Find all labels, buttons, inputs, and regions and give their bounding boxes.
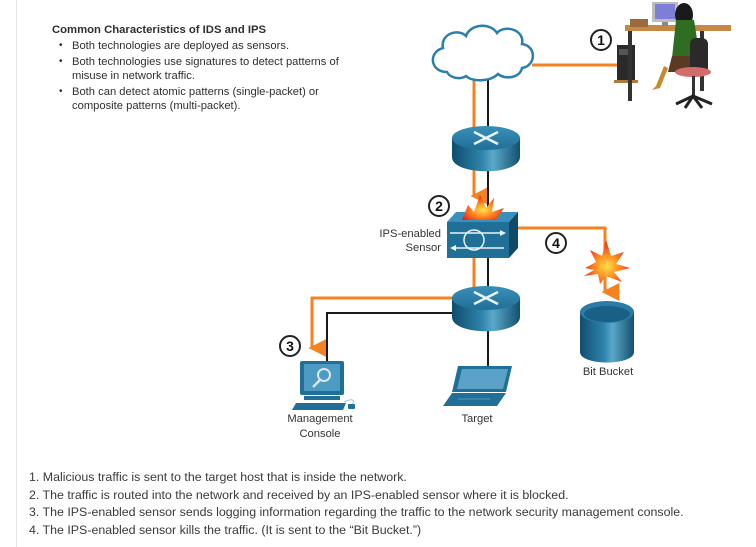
console-label: Management [287,413,353,425]
router-icon [452,286,520,332]
badge-number: 3 [286,338,294,354]
target-label: Target [461,413,493,425]
bucket-label: Bit Bucket [583,366,634,378]
step-badge-3: 3 [279,335,301,357]
cloud-icon [431,24,535,82]
step-badge-2: 2 [428,195,450,217]
characteristics-title: Common Characteristics of IDS and IPS [52,24,267,36]
network-diagram: 1 2 4 [279,2,731,440]
step-item: 4. The IPS-enabled sensor kills the traf… [29,522,422,537]
router-icon [452,126,520,172]
step-item: 3. The IPS-enabled sensor sends logging … [29,505,684,519]
characteristics-list: Both technologies are deployed as sensor… [52,39,372,113]
frame-divider [16,0,17,547]
blocked-fire-icon [462,195,504,220]
attacker-workstation-icon [614,2,731,109]
sensor-label: IPS-enabled [379,228,441,240]
step-badge-1: 1 [590,29,612,51]
links [308,63,620,366]
traffic-router-console [308,296,455,357]
badge-number: 1 [597,32,605,48]
badge-number: 4 [552,235,560,251]
steps-list: 1. Malicious traffic is sent to the targ… [29,469,684,539]
link-router-console [326,312,455,362]
step-item: 2. The traffic is routed into the networ… [29,487,569,502]
step-badge-4: 4 [545,232,567,254]
step-item: 1. Malicious traffic is sent to the targ… [29,470,407,484]
sensor-label: Sensor [406,242,442,254]
characteristic-item: Both technologies use signatures to dete… [59,55,372,84]
console-label: Console [299,428,340,440]
characteristic-item: Both technologies are deployed as sensor… [59,39,372,54]
characteristic-item: Both can detect atomic patterns (single-… [59,85,372,114]
badge-number: 2 [435,198,443,214]
characteristics-panel: Common Characteristics of IDS and IPS Bo… [52,23,372,114]
ips-sensor-icon [447,212,518,258]
bit-bucket-icon [580,301,634,363]
management-console-icon [292,361,355,410]
laptop-icon [443,366,512,406]
kill-fire-icon [584,240,630,284]
